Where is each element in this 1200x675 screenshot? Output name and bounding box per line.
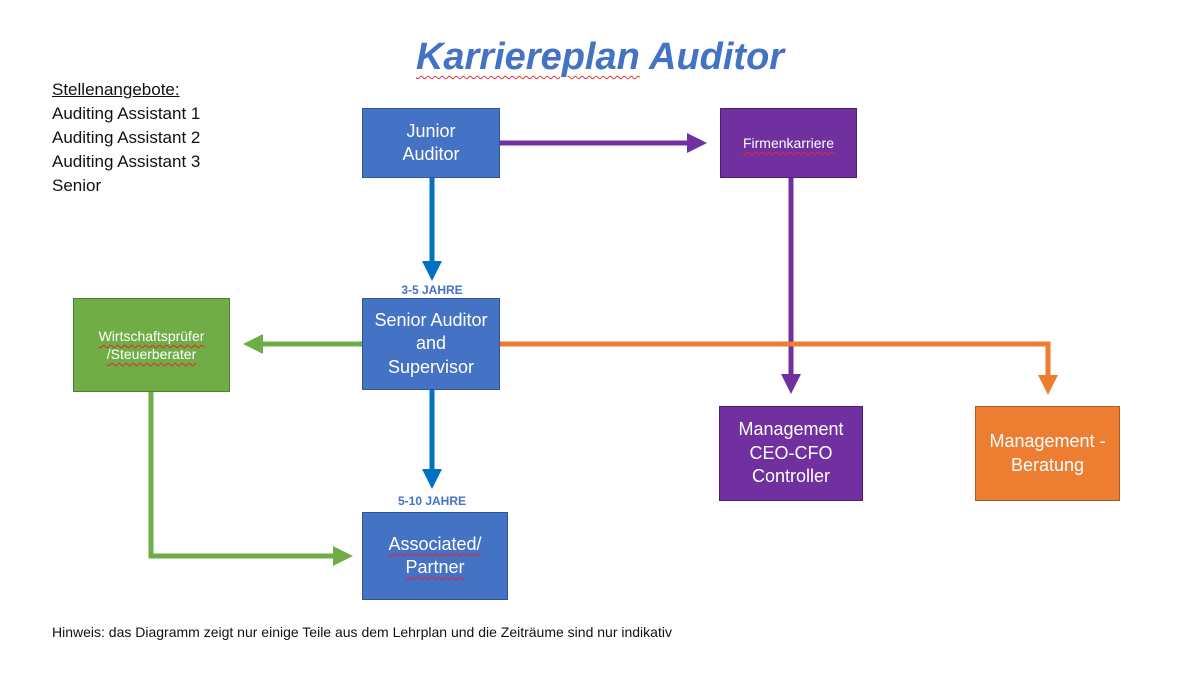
node-management-beratung: Management - Beratung [975,406,1120,501]
arrow-senior-to-consulting [500,341,1058,395]
diagram-title: Karriereplan Auditor [415,36,785,78]
footnote: Hinweis: das Diagramm zeigt nur einige T… [52,624,672,640]
node-associated-partner: Associated/ Partner [362,512,508,600]
arrow-wp-to-partner [148,392,353,566]
job-openings-heading: Stellenangebote: [52,80,180,99]
job-opening-item: Auditing Assistant 3 [52,152,201,171]
node-management-ceo-cfo: Management CEO-CFO Controller [719,406,863,501]
node-junior-auditor: Junior Auditor [362,108,500,178]
node-firmenkarriere: Firmenkarriere [720,108,857,178]
job-opening-item: Auditing Assistant 1 [52,104,201,123]
duration-label-partner: 5-10 JAHRE [397,494,467,508]
duration-label-senior: 3-5 JAHRE [401,283,463,297]
job-opening-item: Auditing Assistant 2 [52,128,201,147]
node-senior-auditor: Senior Auditor and Supervisor [362,298,500,390]
job-openings: Stellenangebote: Auditing Assistant 1 Au… [52,78,200,198]
job-opening-item: Senior [52,176,102,195]
node-wirtschaftspruefer: Wirtschaftsprüfer /Steuerberater [73,298,230,392]
